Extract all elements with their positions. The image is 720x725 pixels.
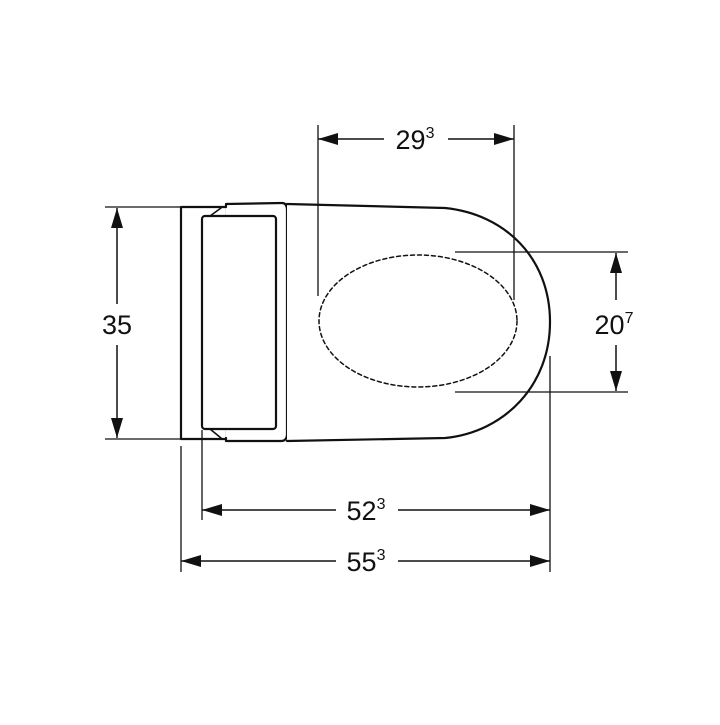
dim-height: 35 [102,208,132,438]
dim-seat-length-label: 523 [347,496,386,526]
bowl-opening [318,254,518,388]
hinge-bottom [209,428,222,439]
hinge-top [209,207,222,217]
dim-bowl-depth-label: 207 [595,310,634,340]
toilet-outline [179,201,552,443]
dim-total-length: 553 [181,547,550,577]
dim-bowl-width-label: 293 [396,125,435,155]
dim-seat-length: 523 [202,496,550,526]
dim-bowl-width: 293 [318,125,514,155]
dim-bowl-depth: 207 [595,253,634,391]
extension-lines [105,125,628,572]
lid-panel [200,214,278,431]
dim-total-length-label: 553 [347,547,386,577]
bowl-body [285,202,552,443]
dim-height-label: 35 [102,310,132,340]
